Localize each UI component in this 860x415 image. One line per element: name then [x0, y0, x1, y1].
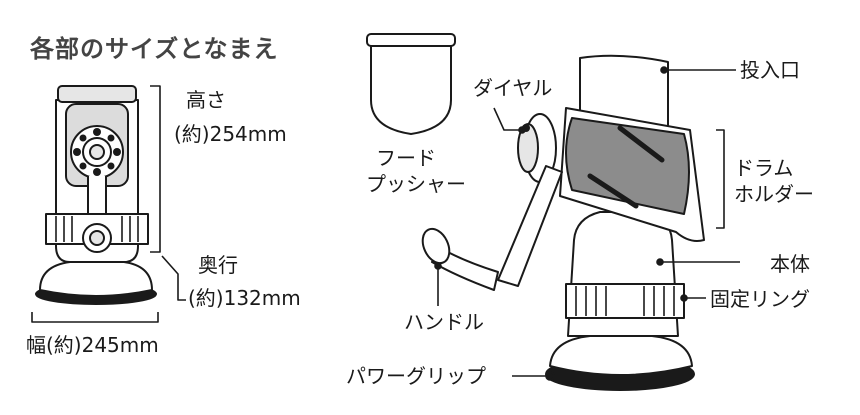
- height-value: (約)254mm: [174, 122, 287, 146]
- depth-value: (約)132mm: [188, 286, 301, 310]
- food-pusher-label-2: プッシャー: [366, 172, 466, 196]
- drum-holder-label-1: ドラム: [734, 156, 794, 180]
- leader-lines: [434, 66, 740, 381]
- ring-label: 固定リング: [710, 287, 810, 311]
- height-label: 高さ: [186, 88, 226, 112]
- drum-holder-label-2: ホルダー: [734, 182, 814, 206]
- body-label: 本体: [770, 252, 810, 276]
- dial-label: ダイヤル: [473, 76, 553, 100]
- hopper-label: 投入口: [740, 58, 800, 82]
- handle-label: ハンドル: [404, 310, 484, 334]
- side-view-grater: [421, 54, 705, 391]
- width-value: 幅(約)245mm: [26, 333, 159, 357]
- depth-label: 奥行: [198, 253, 238, 277]
- food-pusher-label-1: フード: [376, 146, 436, 170]
- food-pusher-illustration: [366, 33, 456, 135]
- page-title: 各部のサイズとなまえ: [30, 35, 279, 63]
- grip-label: パワーグリップ: [346, 364, 486, 388]
- front-view-grater: [35, 85, 157, 305]
- dimension-lines: [31, 85, 186, 323]
